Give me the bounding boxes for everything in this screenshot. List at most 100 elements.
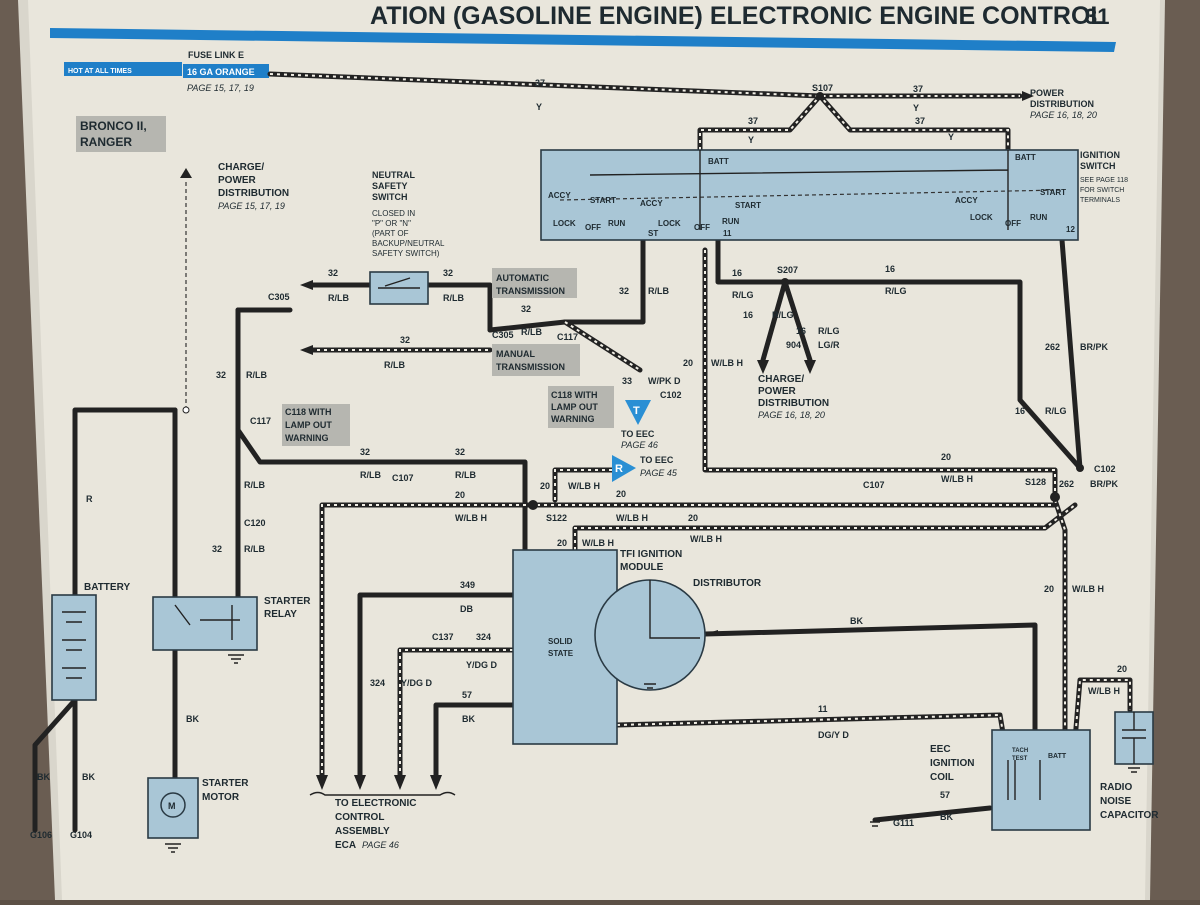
wl-wlbh-a: W/LB H xyxy=(711,358,743,368)
wl-rlb-b: R/LB xyxy=(443,293,464,303)
ground-capacitor xyxy=(1128,767,1140,773)
wl-y-a: Y xyxy=(536,102,542,112)
neutral-switch-contact xyxy=(378,277,420,289)
c118-left-3: WARNING xyxy=(285,433,329,443)
wire-11-stripe xyxy=(616,713,1006,746)
tfi-title-1: TFI IGNITION xyxy=(620,549,682,560)
to-eec-t-page: PAGE 46 xyxy=(621,440,658,450)
coil-windings xyxy=(1007,760,1041,800)
neutral-title-1: NEUTRAL xyxy=(372,170,415,180)
ignition-switch-bus xyxy=(589,150,1009,230)
wire-33-stripe xyxy=(564,321,641,371)
wl-rlg-e: R/LG xyxy=(1045,406,1067,416)
wl-37-d: 37 xyxy=(915,116,925,126)
coil-label-2: IGNITION xyxy=(930,758,974,769)
power-dist-pages: PAGE 16, 18, 20 xyxy=(1030,110,1097,120)
ground-g106: G106 xyxy=(30,830,52,840)
arrow-eca-1 xyxy=(316,775,328,790)
wl-brpk-a: BR/PK xyxy=(1080,342,1109,352)
arrow-neutral-left xyxy=(300,280,313,290)
wire-20-cap-stripe xyxy=(1074,679,1131,741)
conn-c102-mid: C102 xyxy=(660,390,682,400)
fuse-gauge: 16 GA ORANGE xyxy=(187,67,255,77)
to-eec-t: TO EEC xyxy=(621,429,655,439)
ignition-t12: 12 xyxy=(1066,225,1075,234)
splice-s207 xyxy=(781,278,789,286)
eca-4: ECA xyxy=(335,840,356,851)
distributor-label: DISTRIBUTOR xyxy=(693,578,762,589)
wl-349: 349 xyxy=(460,580,475,590)
conn-c120: C120 xyxy=(244,518,266,528)
conn-c107-left: C107 xyxy=(392,473,414,483)
ground-g111 xyxy=(870,821,880,827)
eca-page: PAGE 46 xyxy=(362,840,399,850)
wl-rlb-f: R/LB xyxy=(246,370,267,380)
arrow-eca-4 xyxy=(430,775,442,790)
ignition-title: IGNITION xyxy=(1080,150,1120,160)
splice-s128 xyxy=(1050,492,1060,502)
distributor-rotor xyxy=(649,580,700,639)
eca-bracket xyxy=(309,791,456,796)
wire-349 xyxy=(357,592,516,783)
arrow-manual-left xyxy=(300,345,313,355)
conn-c305-mid: C305 xyxy=(492,330,514,340)
arrow-dist xyxy=(705,630,718,636)
wire-20-eca-stripe xyxy=(321,504,1055,780)
wl-y-d: Y xyxy=(948,132,954,142)
marker-r-letter: R xyxy=(615,463,623,475)
wl-32-b: 32 xyxy=(443,268,453,278)
wire-20-r-stripe xyxy=(554,469,615,500)
ignition-batt-1: BATT xyxy=(708,157,729,166)
starter-motor-1: STARTER xyxy=(202,778,249,789)
splice-s107 xyxy=(816,92,824,100)
c118-mid-3: WARNING xyxy=(551,414,595,424)
motor-symbol xyxy=(160,792,186,818)
tfi-title-2: MODULE xyxy=(620,562,664,573)
wl-262-a: 262 xyxy=(1045,342,1060,352)
wl-33: 33 xyxy=(622,376,632,386)
neutral-title-3: SWITCH xyxy=(372,192,408,202)
fuse-name: FUSE LINK E xyxy=(188,50,244,60)
wl-y-b: Y xyxy=(913,103,919,113)
wl-32-f: 32 xyxy=(216,370,226,380)
header-banner xyxy=(50,28,1116,52)
conn-c102-right: C102 xyxy=(1094,464,1116,474)
splice-c102 xyxy=(1076,464,1084,472)
arrow-power-dist xyxy=(1022,91,1034,101)
battery-cells xyxy=(62,611,86,679)
conn-s207: S207 xyxy=(777,265,798,275)
radio-cap-1: RADIO xyxy=(1100,782,1132,793)
wl-rlb-c: R/LB xyxy=(521,327,542,337)
wl-20-j: 20 xyxy=(1117,664,1127,674)
starter-relay xyxy=(152,596,258,651)
wl-37-a: 37 xyxy=(535,78,545,88)
c118-left-2: LAMP OUT xyxy=(285,420,332,430)
wl-57-b: 57 xyxy=(940,790,950,800)
arrow-charge-1 xyxy=(757,360,769,374)
neutral-note-4: BACKUP/NEUTRAL xyxy=(372,239,445,248)
wl-16-b: 16 xyxy=(885,264,895,274)
solid-state-1: SOLID xyxy=(548,637,573,646)
wl-16-d: 16 xyxy=(796,326,806,336)
tach-test-2: TEST xyxy=(1012,756,1028,762)
ground-g111-label: G111 xyxy=(893,818,914,828)
eca-3: ASSEMBLY xyxy=(335,826,390,837)
marker-r xyxy=(612,455,636,482)
wl-ydgd-a: Y/DG D xyxy=(466,660,498,670)
wl-16-c: 16 xyxy=(743,310,753,320)
tach-test-1: TACH xyxy=(1012,748,1028,754)
wl-16-e: 16 xyxy=(1015,406,1025,416)
manual-trans-1: MANUAL xyxy=(496,349,535,359)
conn-s122: S122 xyxy=(546,513,567,523)
manual-trans-label xyxy=(492,344,580,376)
wl-32-h: 32 xyxy=(455,447,465,457)
wl-r: R xyxy=(86,494,93,504)
wl-rlb-g: R/LB xyxy=(360,470,381,480)
splice-dot xyxy=(182,406,190,414)
ignition-run-2: RUN xyxy=(722,217,740,226)
wire-262 xyxy=(1059,237,1083,471)
wl-rlb-h: R/LB xyxy=(455,470,476,480)
c118-mid-2: LAMP OUT xyxy=(551,402,598,412)
wire-324-stripe xyxy=(399,649,513,780)
